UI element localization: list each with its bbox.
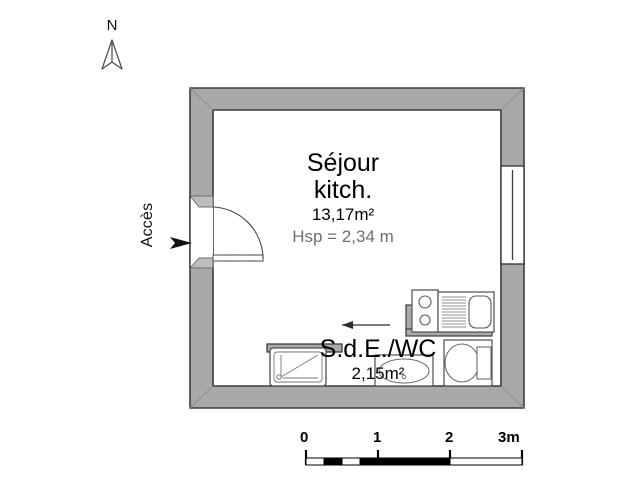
north-label: N bbox=[106, 17, 118, 34]
door-swing-icon bbox=[188, 195, 264, 269]
shower-tray-icon bbox=[269, 347, 327, 387]
cooktop-icon bbox=[411, 289, 439, 333]
north-indicator: N bbox=[92, 18, 132, 77]
room-name-line1: Séjour bbox=[306, 149, 380, 177]
access-arrow-icon bbox=[168, 233, 196, 258]
room-name-line1: S.d.E./WC bbox=[319, 335, 437, 363]
scale-tick-labels: 0 1 2 3m bbox=[300, 430, 530, 448]
scale-tick-0: 0 bbox=[300, 429, 309, 446]
left-arrow-icon bbox=[342, 321, 390, 329]
scale-bar: 0 1 2 3m bbox=[300, 430, 530, 470]
room-label-sde-wc: S.d.E./WC 2,15m² bbox=[283, 336, 473, 385]
access-label: Accès bbox=[139, 202, 156, 248]
room-area: 13,17m² bbox=[311, 205, 375, 224]
scale-tick-3m: 3m bbox=[498, 429, 520, 446]
window-icon bbox=[500, 165, 525, 265]
scale-tick-2: 2 bbox=[445, 429, 454, 446]
north-arrow-icon bbox=[92, 38, 132, 77]
room-ceiling-height: Hsp = 2,34 m bbox=[292, 227, 394, 246]
room-label-sejour-kitch: Séjour kitch. 13,17m² Hsp = 2,34 m bbox=[248, 150, 438, 248]
room-name-line2: kitch. bbox=[313, 176, 373, 204]
scale-bar-graphic bbox=[304, 450, 524, 466]
washbasin-icon bbox=[374, 354, 434, 387]
toilet-icon bbox=[443, 339, 493, 387]
kitchen-sink-icon bbox=[437, 291, 495, 333]
scale-tick-1: 1 bbox=[373, 429, 382, 446]
room-area: 2,15m² bbox=[351, 364, 405, 383]
